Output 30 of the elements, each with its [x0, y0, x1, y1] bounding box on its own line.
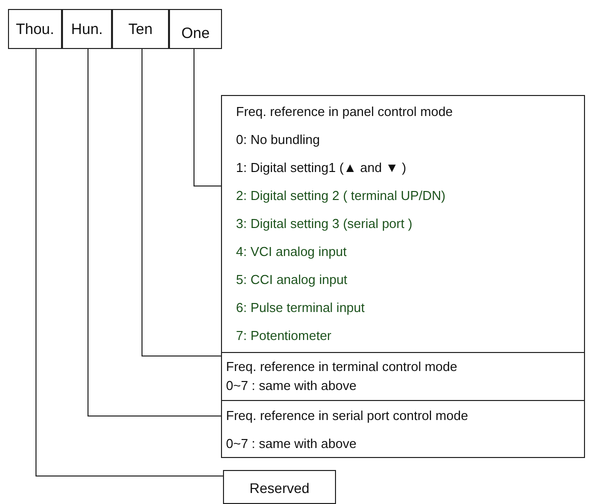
option-note: 0~7 : same with above: [226, 435, 356, 453]
box-label: Freq. reference in terminal control mode: [226, 358, 458, 376]
option-note: 0~7 : same with above: [226, 377, 356, 395]
digit-box: [62, 9, 112, 49]
option-box: [221, 95, 585, 353]
option-box: [221, 352, 585, 401]
option-item: 3: Digital setting 3 (serial port ): [236, 215, 412, 233]
digit-box: [112, 9, 169, 49]
connector-line: [194, 48, 222, 186]
option-item: 5: CCI analog input: [236, 271, 348, 289]
option-item: 4: VCI analog input: [236, 243, 347, 261]
box-label: Reserved: [250, 479, 310, 498]
box-label: Thou.: [16, 20, 54, 40]
box-label: Hun.: [71, 20, 103, 40]
digit-box: [169, 9, 222, 49]
box-label: One: [181, 24, 210, 44]
option-item: 7: Potentiometer: [236, 327, 332, 345]
box-label: Ten: [128, 20, 153, 40]
option-item: 0: No bundling: [236, 131, 320, 149]
option-box: [221, 400, 585, 458]
option-box: [223, 470, 336, 504]
connector-line: [142, 48, 222, 356]
digit-box: [8, 9, 62, 49]
connector-line: [88, 48, 222, 416]
connector-line: [36, 48, 224, 476]
box-label: Freq. reference in serial port control mode: [226, 407, 468, 425]
option-item: 2: Digital setting 2 ( terminal UP/DN): [236, 187, 446, 205]
option-item: 1: Digital setting1 (▲ and ▼ ): [236, 159, 406, 177]
option-item: 6: Pulse terminal input: [236, 299, 365, 317]
box-label: Freq. reference in panel control mode: [236, 103, 453, 121]
